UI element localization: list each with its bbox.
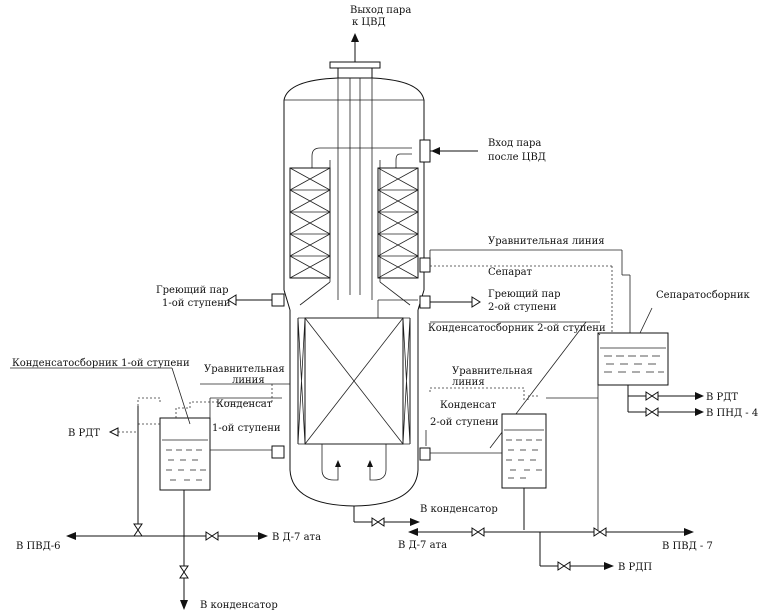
label-to-rdt-left: В РДТ — [68, 428, 100, 439]
heating-steam1-line — [227, 294, 272, 306]
heating-steam2-line — [430, 296, 481, 308]
label-condensate1-1: Конденсат — [216, 399, 273, 410]
main-vessel — [283, 61, 425, 507]
label-heating-steam2-1: Греющий пар — [488, 289, 560, 300]
label-condensate-collector1: Конденсатосборник 1-ой ступени — [12, 358, 190, 369]
top-flange — [329, 61, 381, 69]
label-to-condenser-mid: В конденсатор — [420, 504, 498, 515]
label-steam-out-2: к ЦВД — [352, 17, 386, 28]
label-steam-in-1: Вход пара — [488, 138, 541, 149]
label-equalizing-left-1: Уравнительная — [204, 364, 285, 375]
top-dome — [283, 77, 425, 101]
separator-collector-tank — [597, 307, 704, 417]
label-condensate2-1: Конденсат — [440, 400, 497, 411]
label-to-condenser-bottom: В конденсатор — [200, 600, 278, 611]
steam-in-flow — [430, 147, 478, 155]
label-to-d7-left: В Д-7 ата — [272, 532, 321, 543]
label-equalizing-top: Уравнительная линия — [488, 236, 605, 247]
label-to-rdp: В РДП — [618, 562, 652, 573]
label-equalizing-left-2: линия — [232, 375, 265, 386]
separator-pack-right — [377, 167, 419, 279]
label-condensate2-2: 2-ой ступени — [430, 417, 499, 428]
separate-line — [430, 265, 613, 333]
equalizing-line-top — [429, 249, 631, 333]
label-to-rdt-right: В РДТ — [706, 392, 738, 403]
label-separator-collector: Сепаратосборник — [656, 290, 750, 301]
label-condensate1-2: 1-ой ступени — [212, 423, 281, 434]
separator-pack-left — [289, 167, 331, 279]
bottom-mid-piping — [353, 506, 694, 571]
steam-inlet-nozzle — [419, 139, 431, 163]
heater-bundle — [297, 299, 418, 481]
bottom-dome — [289, 469, 419, 507]
label-heating-steam1-1: Греющий пар — [156, 285, 228, 296]
condensate1-tank — [10, 367, 290, 491]
condensate2-tank — [425, 385, 599, 530]
heating-steam1-nozzle — [271, 293, 285, 307]
labels: Выход пара к ЦВД Вход пара после ЦВД Ура… — [12, 5, 758, 611]
bottom-left-piping — [66, 406, 268, 610]
label-condensate-collector2: Конденсатосборник 2-ой ступени — [428, 323, 606, 334]
label-to-pnd4: В ПНД - 4 — [706, 408, 758, 419]
label-to-pvd6: В ПВД-6 — [16, 541, 60, 552]
label-steam-in-2: после ЦВД — [488, 152, 546, 163]
label-equalizing-mid-2: линия — [452, 377, 485, 388]
label-to-pvd7: В ПВД - 7 — [662, 541, 713, 552]
label-to-d7-right: В Д-7 ата — [398, 540, 447, 551]
label-heating-steam2-2: 2-ой ступени — [488, 302, 557, 313]
heating-steam2-nozzle — [419, 295, 431, 309]
label-heating-steam1-2: 1-ой ступени — [162, 298, 231, 309]
label-equalizing-mid-1: Уравнительная — [452, 366, 533, 377]
label-steam-out-1: Выход пара — [350, 5, 411, 16]
label-separate: Сепарат — [488, 267, 533, 278]
steam-out-flow — [351, 33, 359, 62]
